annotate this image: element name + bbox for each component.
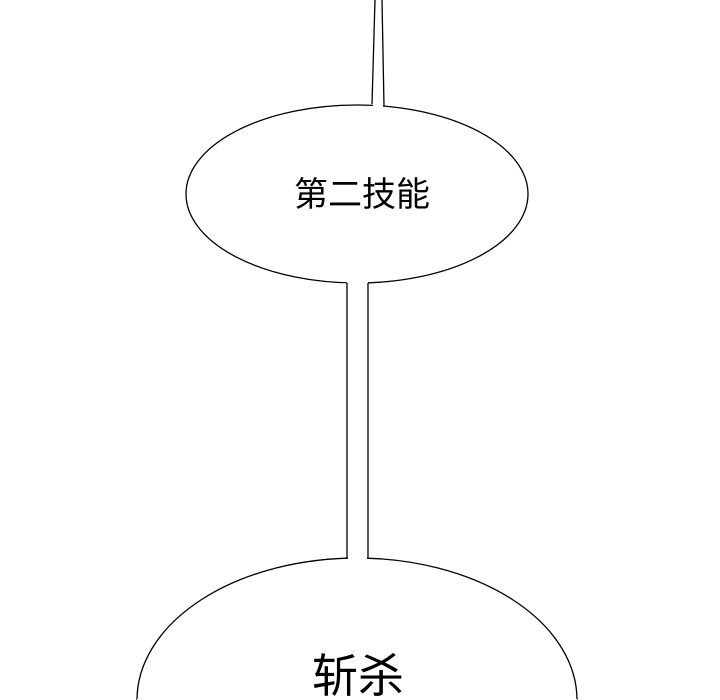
middle-connector — [346, 278, 369, 564]
bubble-text-top: 第二技能 — [294, 175, 430, 215]
speech-bubble-bottom: 斩杀 — [136, 553, 578, 700]
top-connector — [371, 0, 385, 107]
bubble-text-bottom: 斩杀 — [312, 649, 404, 700]
speech-bubble-top: 第二技能 — [185, 100, 529, 284]
